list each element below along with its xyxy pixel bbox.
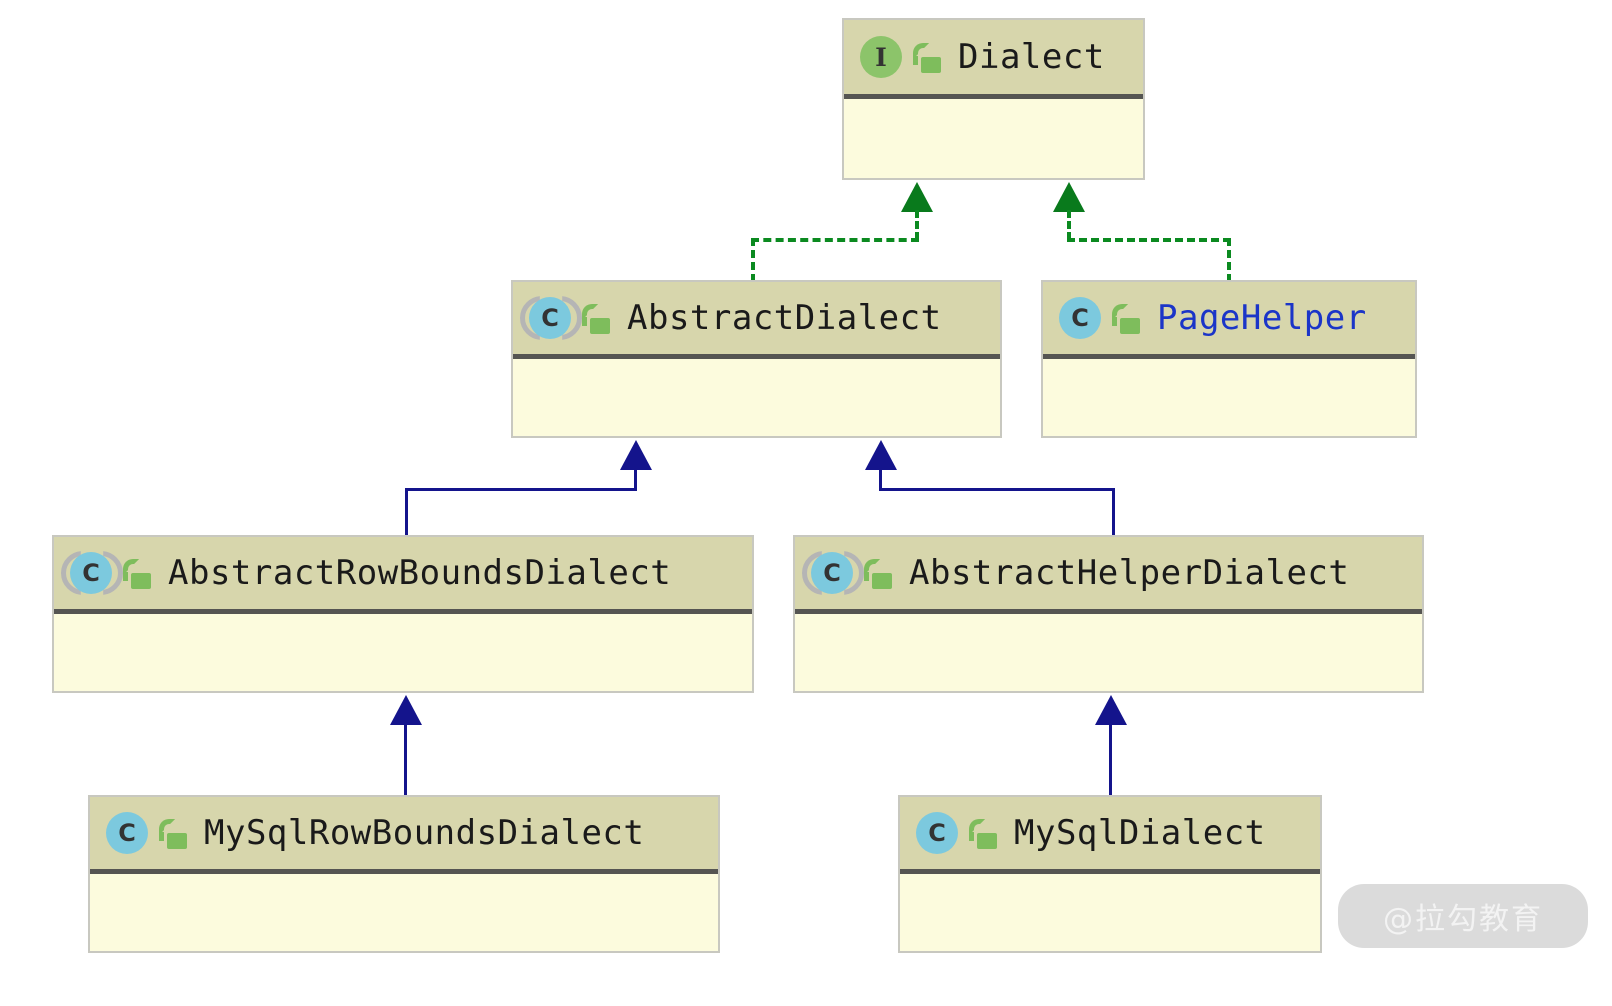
uml-class-mysql-dialect[interactable]: C MySqlDialect [898, 795, 1322, 953]
uml-class-members [795, 614, 1422, 691]
open-padlock-icon [861, 553, 895, 593]
uml-class-header: C PageHelper [1043, 282, 1415, 359]
uml-class-header: C MySqlDialect [900, 797, 1320, 874]
edge-segment [1112, 488, 1115, 536]
uml-class-name: Dialect [958, 37, 1105, 77]
edge-segment [405, 488, 637, 491]
uml-class-members [900, 874, 1320, 951]
uml-class-name: AbstractHelperDialect [909, 553, 1350, 593]
edge-segment [751, 238, 919, 242]
arrowhead-green-up-icon [1053, 182, 1085, 212]
uml-class-name: MySqlDialect [1014, 813, 1266, 853]
uml-class-name: AbstractDialect [627, 298, 942, 338]
uml-class-header: I Dialect [844, 20, 1143, 99]
edge-segment [1109, 723, 1112, 796]
uml-class-members [1043, 359, 1415, 436]
uml-class-mysql-rowbounds-dialect[interactable]: C MySqlRowBoundsDialect [88, 795, 720, 953]
uml-class-abstract-helper-dialect[interactable]: C AbstractHelperDialect [793, 535, 1424, 693]
uml-class-members [513, 359, 1000, 436]
uml-class-members [90, 874, 718, 951]
open-padlock-icon [910, 37, 944, 77]
uml-class-name: PageHelper [1157, 298, 1367, 338]
open-padlock-icon [156, 813, 190, 853]
uml-class-page-helper[interactable]: C PageHelper [1041, 280, 1417, 438]
uml-class-name: AbstractRowBoundsDialect [168, 553, 672, 593]
uml-class-header: C MySqlRowBoundsDialect [90, 797, 718, 874]
edge-segment [879, 468, 882, 490]
uml-class-abstract-dialect[interactable]: C AbstractDialect [511, 280, 1002, 438]
arrowhead-blue-up-icon [1095, 695, 1127, 725]
edge-segment [879, 488, 1115, 491]
arrowhead-blue-up-icon [620, 440, 652, 470]
abstract-class-icon: C [802, 550, 864, 596]
class-icon: C [914, 810, 960, 856]
open-padlock-icon [966, 813, 1000, 853]
edge-segment [1067, 238, 1231, 242]
open-padlock-icon [1109, 298, 1143, 338]
edge-segment [1067, 210, 1071, 240]
uml-class-name: MySqlRowBoundsDialect [204, 813, 645, 853]
abstract-class-icon: C [61, 550, 123, 596]
edge-segment [634, 468, 637, 490]
arrowhead-blue-up-icon [390, 695, 422, 725]
watermark: @拉勾教育 [1338, 884, 1588, 948]
open-padlock-icon [579, 298, 613, 338]
class-icon: C [1057, 295, 1103, 341]
edge-segment [404, 723, 407, 796]
uml-class-header: C AbstractDialect [513, 282, 1000, 359]
arrowhead-blue-up-icon [865, 440, 897, 470]
interface-icon: I [858, 34, 904, 80]
arrowhead-green-up-icon [901, 182, 933, 212]
edge-segment [1227, 238, 1231, 282]
uml-class-header: C AbstractHelperDialect [795, 537, 1422, 614]
open-padlock-icon [120, 553, 154, 593]
watermark-text: @拉勾教育 [1383, 902, 1543, 937]
edge-segment [915, 210, 919, 240]
uml-class-members [54, 614, 752, 691]
edge-segment [751, 238, 755, 282]
uml-class-header: C AbstractRowBoundsDialect [54, 537, 752, 614]
class-icon: C [104, 810, 150, 856]
edge-segment [405, 488, 408, 536]
abstract-class-icon: C [520, 295, 582, 341]
uml-class-abstract-rowbounds-dialect[interactable]: C AbstractRowBoundsDialect [52, 535, 754, 693]
uml-class-members [844, 99, 1143, 178]
uml-class-dialect[interactable]: I Dialect [842, 18, 1145, 180]
